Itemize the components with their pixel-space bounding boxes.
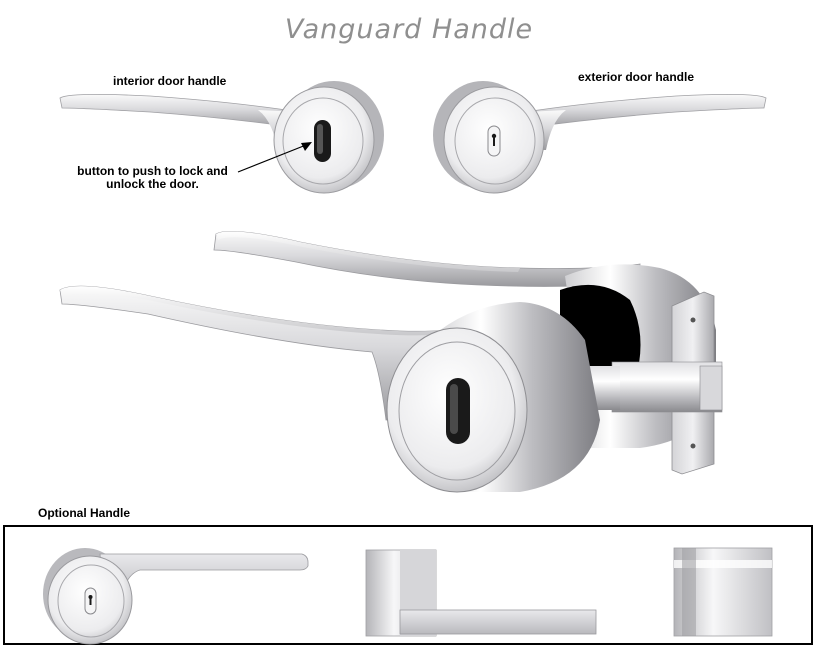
- optional-rose-ring: [57, 564, 125, 638]
- arrow-line: [237, 144, 307, 173]
- back-lever-top: [216, 231, 520, 272]
- arrow-head: [301, 142, 312, 151]
- front-lever-top: [60, 286, 470, 336]
- top-view-highlight: [674, 560, 772, 568]
- optional-keyhole-slot: [89, 597, 92, 605]
- front-rose-ring: [398, 341, 516, 481]
- exterior-handle: [433, 81, 767, 194]
- handle-assembly-3d: [59, 230, 723, 493]
- page-title: Vanguard Handle: [284, 14, 534, 45]
- lock-button-label-line2: unlock the door.: [106, 177, 199, 191]
- interior-handle-label: interior door handle: [113, 74, 227, 88]
- optional-handle-front-view: [43, 548, 309, 645]
- interior-rose-ring: [282, 97, 364, 185]
- side-view-lever: [399, 609, 597, 635]
- keyhole-slot: [493, 136, 495, 146]
- optional-handle-box: [3, 525, 813, 645]
- lock-button-highlight: [317, 124, 323, 154]
- top-view-edge: [682, 548, 696, 636]
- lock-button-arrow: [237, 142, 312, 173]
- optional-handle-side-view: [365, 549, 597, 637]
- exterior-handle-label: exterior door handle: [578, 70, 695, 84]
- plate-screw-bottom: [690, 443, 696, 449]
- front-lock-button-highlight: [450, 384, 458, 434]
- plate-screw-top: [690, 317, 696, 323]
- lock-button-label-line1: button to push to lock and: [77, 164, 228, 178]
- optional-handle-label: Optional Handle: [38, 506, 131, 520]
- latch-tip: [699, 365, 723, 411]
- interior-handle: [59, 81, 384, 194]
- exterior-rose-ring: [454, 97, 536, 185]
- optional-handle-top-view: [673, 547, 773, 637]
- lock-button-label: button to push to lock and unlock the do…: [70, 165, 235, 191]
